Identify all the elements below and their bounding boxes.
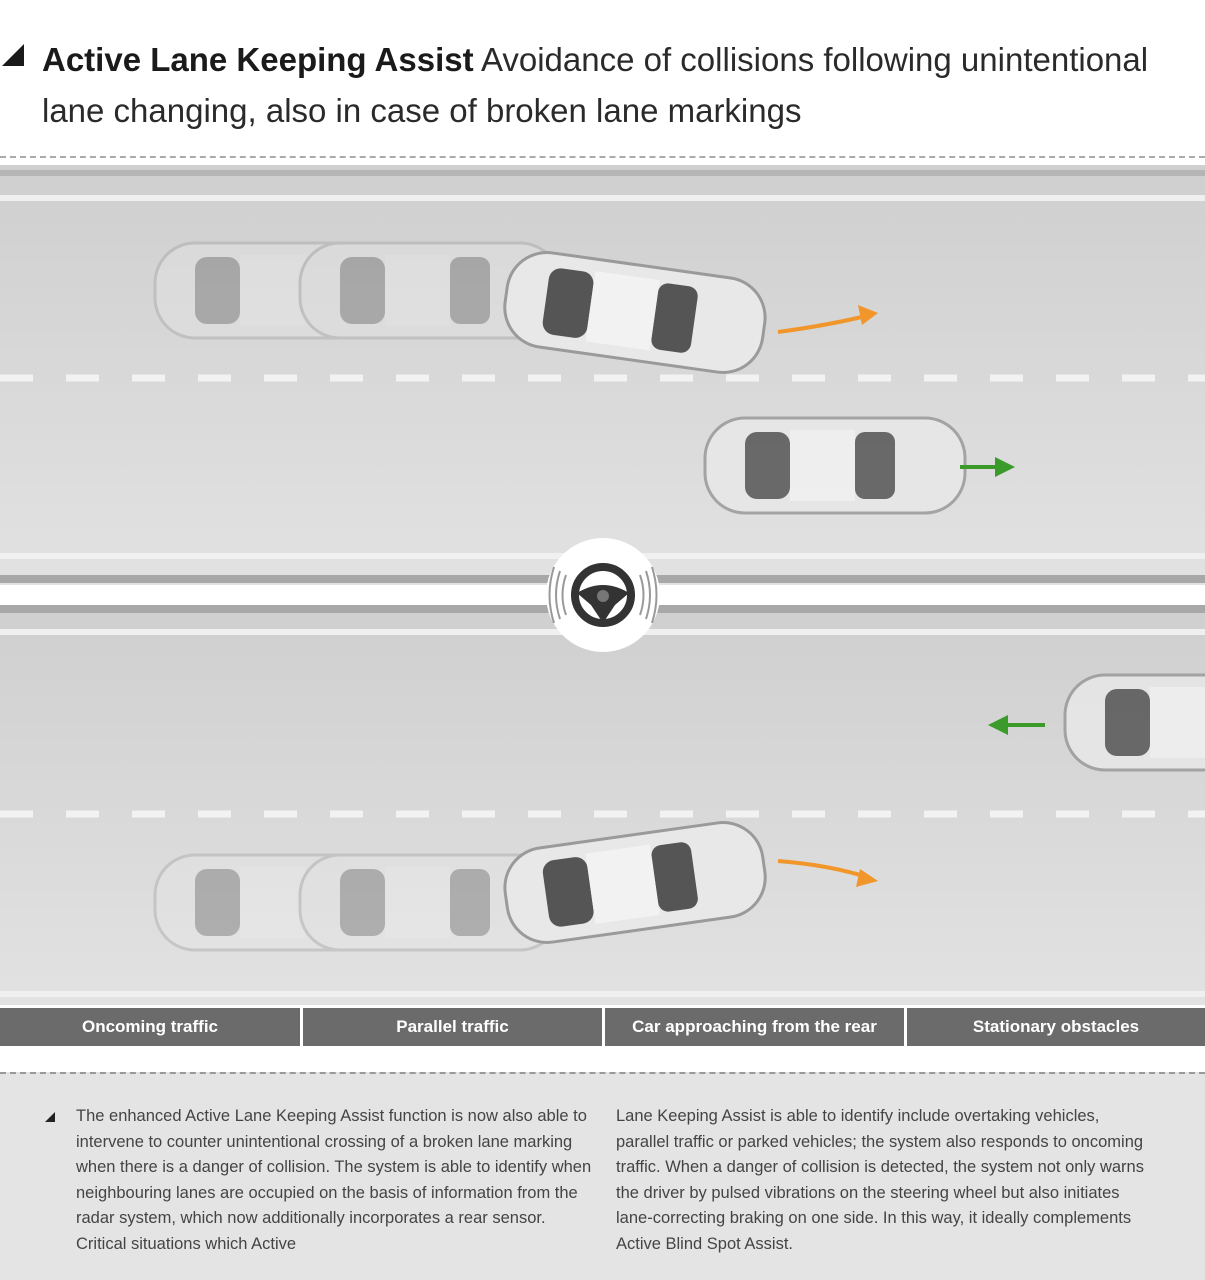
body-column-2: Lane Keeping Assist is able to identify … xyxy=(616,1107,1144,1253)
divider-top xyxy=(0,156,1205,158)
tab-parallel-traffic: Parallel traffic xyxy=(303,1008,602,1046)
title-triangle-icon xyxy=(2,44,24,66)
title-bold: Active Lane Keeping Assist xyxy=(42,41,474,78)
page-title: Active Lane Keeping Assist Avoidance of … xyxy=(42,34,1162,136)
body-column-1: The enhanced Active Lane Keeping Assist … xyxy=(76,1107,592,1253)
car-parallel xyxy=(703,416,967,515)
paragraph-triangle-icon xyxy=(45,1112,55,1122)
tab-oncoming-traffic: Oncoming traffic xyxy=(0,1008,300,1046)
tab-stationary-obstacles: Stationary obstacles xyxy=(907,1008,1205,1046)
title-subtitle: Avoidance of collisions following uninte… xyxy=(42,41,1149,129)
road-diagram xyxy=(0,165,1205,1005)
steering-wheel-icon xyxy=(546,538,660,652)
divider-bottom xyxy=(0,1072,1205,1074)
text-panel xyxy=(0,1072,1205,1280)
car-oncoming xyxy=(1063,673,1205,772)
tab-car-approaching-rear: Car approaching from the rear xyxy=(605,1008,904,1046)
